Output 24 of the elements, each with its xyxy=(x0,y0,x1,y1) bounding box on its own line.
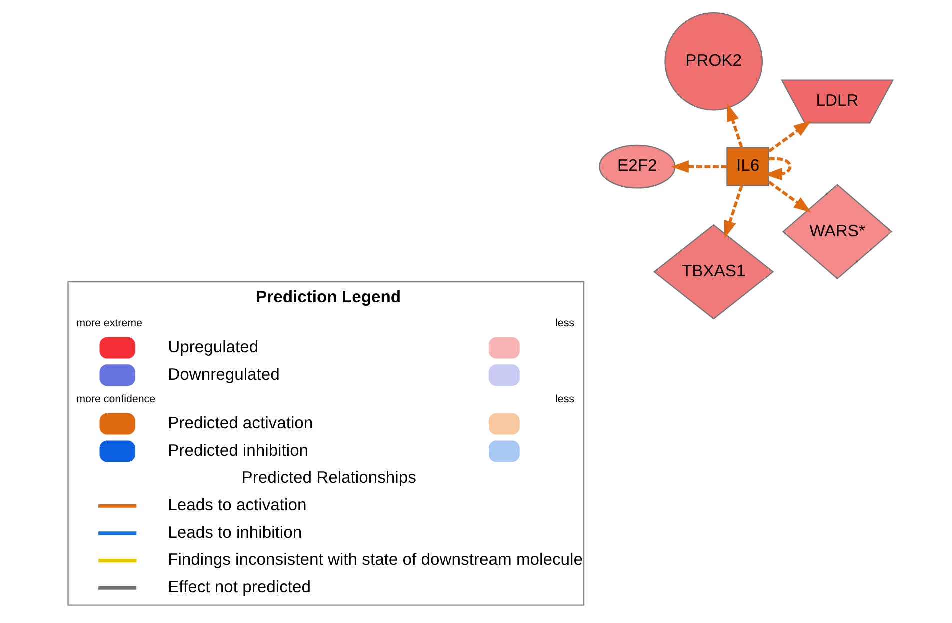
node-circle: PROK2 xyxy=(664,12,764,111)
arrow xyxy=(768,181,812,214)
label: Prediction Legend xyxy=(256,288,402,307)
label: more confidence xyxy=(76,393,156,406)
legend-label: Leads to inhibition xyxy=(168,522,302,542)
legend-label: Predicted activation xyxy=(168,414,314,432)
arrow xyxy=(768,120,812,153)
arrow xyxy=(724,186,744,239)
legend-label: Downregulated xyxy=(168,364,280,384)
legend-label: Findings inconsistent with state of downstream molecule xyxy=(168,550,583,570)
legend-label: Leads to activation xyxy=(168,495,307,514)
node-ellipse: E2F2 xyxy=(599,144,676,189)
label: less xyxy=(556,393,575,406)
label: Predicted Relationships xyxy=(242,468,416,488)
node-box: IL6 xyxy=(726,147,770,186)
node-diamond: TBXAS1 xyxy=(653,224,774,320)
node-diamond: WARS* xyxy=(782,184,893,280)
legend-label: Effect not predicted xyxy=(168,577,312,596)
legend-label: Upregulated xyxy=(168,337,259,356)
label: less xyxy=(556,317,575,330)
legend-label: Predicted inhibition xyxy=(168,440,309,460)
arrow xyxy=(727,104,744,148)
label: more extreme xyxy=(76,317,143,330)
arrow xyxy=(671,160,728,174)
